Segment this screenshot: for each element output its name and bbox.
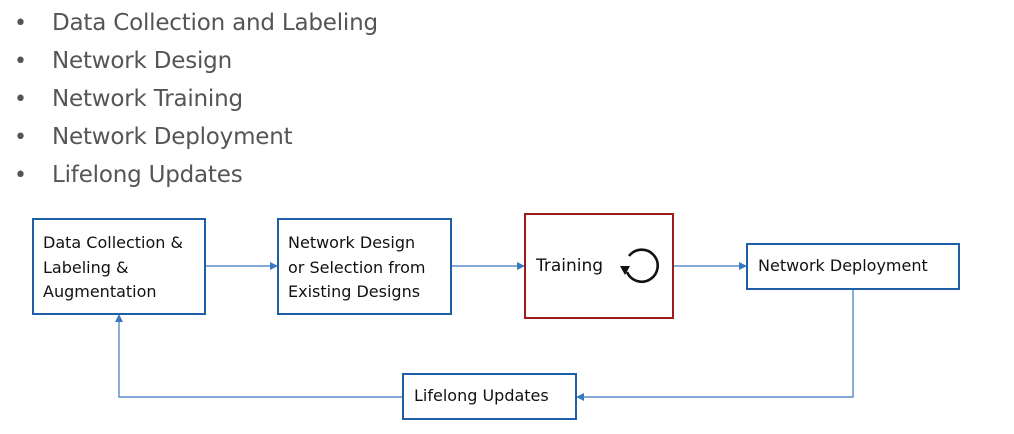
network-deployment-box: Network Deployment [746, 243, 960, 290]
network-design-box: Network Design or Selection from Existin… [277, 218, 452, 315]
bullet-list: • Data Collection and Labeling • Network… [14, 4, 378, 194]
box-label-line: Augmentation [43, 282, 157, 301]
box-label-line: Network Design [288, 233, 416, 252]
training-label: Training [536, 255, 604, 276]
box-label-line: or Selection from [288, 257, 426, 277]
box-label-line: Data Collection & [43, 233, 183, 252]
bullet-text: Network Training [52, 86, 243, 112]
bullet-marker: • [14, 86, 27, 112]
bullet-item-lifelong-updates: • Lifelong Updates [14, 156, 378, 194]
bullet-item-data-collection: • Data Collection and Labeling [14, 4, 378, 42]
bullet-marker: • [14, 10, 27, 36]
bullet-marker: • [14, 48, 27, 74]
bullet-text: Network Design [52, 48, 232, 74]
counterclockwise-loop-arrow-icon [620, 248, 660, 283]
bullet-marker: • [14, 124, 27, 150]
bullet-marker: • [14, 162, 27, 188]
bullet-item-network-training: • Network Training [14, 80, 378, 118]
lifelong-label: Lifelong Updates [414, 386, 549, 406]
bullet-text: Data Collection and Labeling [52, 10, 378, 36]
data-collection-box: Data Collection & Labeling & Augmentatio… [32, 218, 206, 315]
arrow-deployment-to-lifelong [576, 289, 854, 401]
arrow-lifelong-to-data [115, 314, 402, 398]
deployment-label: Network Deployment [758, 256, 928, 276]
bullet-item-network-deployment: • Network Deployment [14, 118, 378, 156]
training-box: Training [524, 213, 674, 319]
bullet-item-network-design: • Network Design [14, 42, 378, 80]
box-label-line: Labeling & [43, 257, 129, 277]
bullet-text: Network Deployment [52, 124, 293, 150]
box-label-line: Existing Designs [288, 282, 421, 301]
lifelong-updates-box: Lifelong Updates [402, 373, 577, 420]
bullet-text: Lifelong Updates [52, 162, 243, 188]
